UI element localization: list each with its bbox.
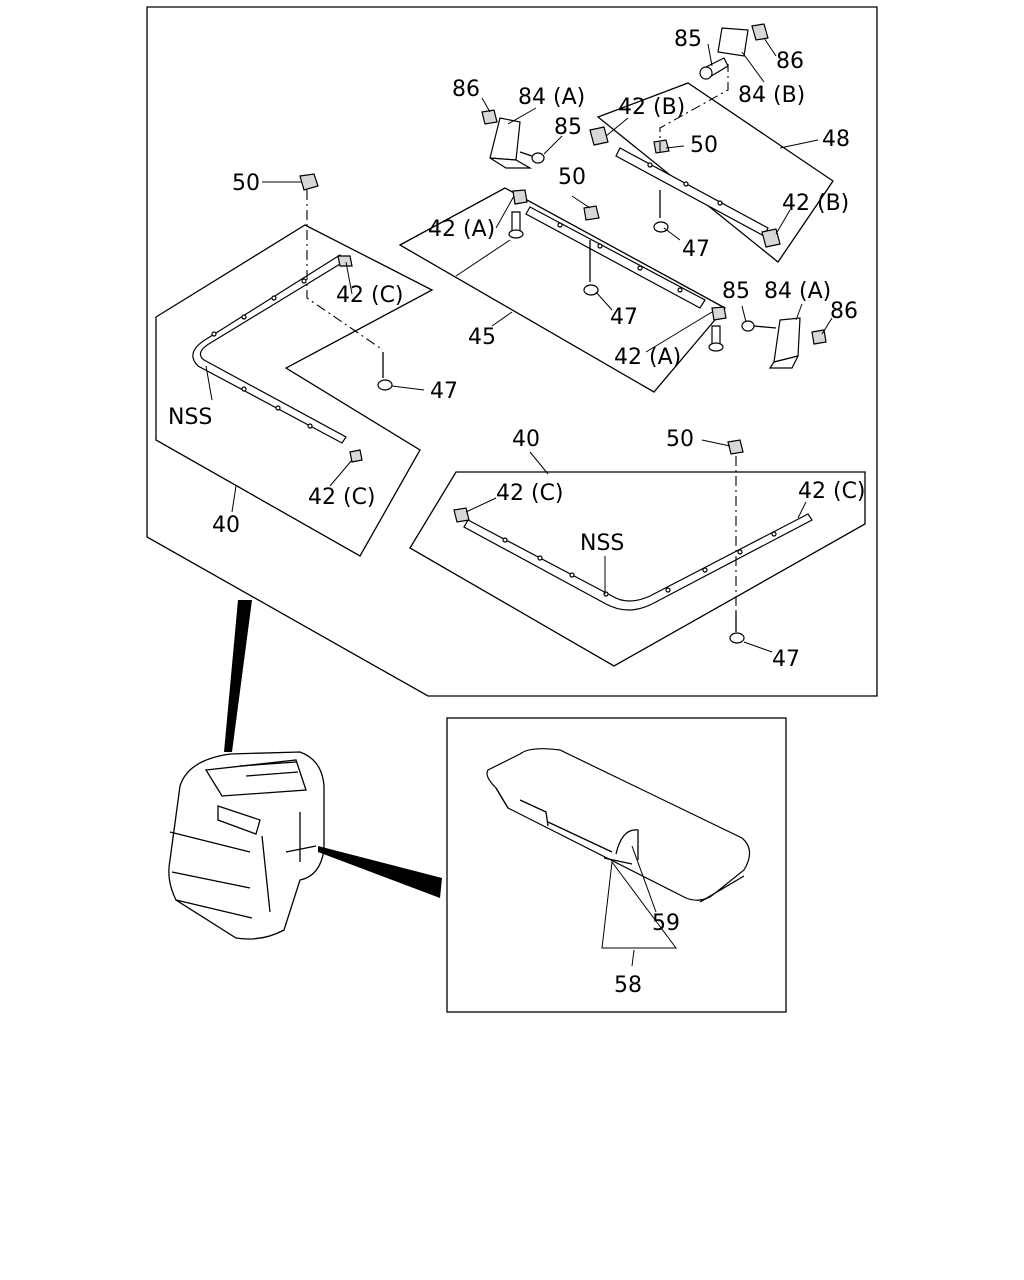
clip-86-left: [481, 109, 498, 125]
callout-leaders: [205, 37, 833, 653]
vehicle-body-view: [168, 751, 325, 940]
label-85-top: 85: [674, 27, 702, 52]
clip-42b-right: [761, 228, 781, 248]
label-42a-right: 42 (A): [614, 345, 681, 370]
bracket-84a-left: [489, 117, 533, 169]
label-nss-right: NSS: [580, 531, 624, 556]
clip-42a-center-top: [512, 189, 528, 205]
label-42c-lower-left: 42 (C): [496, 481, 564, 506]
label-86-top: 86: [776, 49, 804, 74]
label-84a-right: 84 (A): [764, 279, 831, 304]
label-85-left: 85: [554, 115, 582, 140]
label-40-left: 40: [212, 513, 240, 538]
screw-47-left: [377, 352, 393, 391]
label-50-left: 50: [232, 171, 260, 196]
clip-50-bottom: [727, 439, 744, 455]
label-86-right: 86: [830, 299, 858, 324]
bracket-84b-top: [717, 27, 749, 57]
group-box-lower-rail: [409, 471, 866, 667]
label-59: 59: [652, 911, 680, 936]
lower-roof-rail: [463, 513, 813, 611]
label-45: 45: [468, 325, 496, 350]
label-58: 58: [614, 973, 642, 998]
label-42b-right: 42 (B): [782, 191, 849, 216]
clip-50-right: [653, 139, 670, 154]
screw-47-center: [583, 240, 599, 296]
clip-42c-left-top: [337, 255, 353, 267]
label-42c-left-bottom: 42 (C): [308, 485, 376, 510]
screw-85-right: [741, 320, 777, 332]
label-nss-left: NSS: [168, 405, 212, 430]
label-84a-left: 84 (A): [518, 85, 585, 110]
label-85-right: 85: [722, 279, 750, 304]
label-47-bottom: 47: [772, 647, 800, 672]
clip-50-left: [299, 173, 319, 191]
right-roof-rail: [615, 147, 769, 237]
label-47-top: 47: [682, 237, 710, 262]
label-42b-top: 42 (B): [618, 95, 685, 120]
clip-42c-left-bottom: [349, 449, 363, 463]
clip-86-top: [751, 23, 769, 41]
leader-wedge-bottom: [318, 846, 442, 898]
leader-dash-left: [306, 190, 384, 351]
main-frame: [146, 6, 878, 697]
bracket-84a-right: [768, 317, 801, 369]
sunvisor-leaders: [601, 845, 677, 967]
label-84b: 84 (B): [738, 83, 805, 108]
bolt-42a-center: [508, 211, 524, 239]
clip-86-right: [811, 329, 827, 345]
label-50-bottom: 50: [666, 427, 694, 452]
center-roof-rail: [525, 206, 706, 309]
clip-42b-top: [589, 126, 609, 146]
bolt-42a-center-bottom: [708, 325, 724, 352]
clip-50-center: [583, 205, 600, 221]
clip-42a-center-bottom: [711, 306, 727, 321]
label-42c-left-top: 42 (C): [336, 283, 404, 308]
label-48: 48: [822, 127, 850, 152]
callout-labels: 85 86 84 (B) 86 84 (A) 85 42 (B) 50 48 5…: [168, 27, 866, 998]
label-47-left: 47: [430, 379, 458, 404]
clip-42c-lower-left: [453, 507, 470, 523]
screw-47-bottom: [729, 612, 745, 644]
group-box-center-rail: [398, 187, 727, 393]
label-86-left: 86: [452, 77, 480, 102]
label-42a-left: 42 (A): [428, 217, 495, 242]
leader-dash-right-top: [659, 64, 729, 152]
screw-47-right: [653, 190, 669, 233]
label-42c-lower-right: 42 (C): [798, 479, 866, 504]
label-47-center: 47: [610, 305, 638, 330]
sun-visor: [486, 748, 751, 903]
left-roof-rail: [192, 254, 347, 444]
label-50-center: 50: [558, 165, 586, 190]
label-50-right: 50: [690, 133, 718, 158]
screw-85-left: [519, 151, 545, 164]
group-box-left-rail: [155, 224, 434, 557]
leader-wedge-top: [224, 600, 252, 752]
label-40-right: 40: [512, 427, 540, 452]
screw-85-top: [699, 57, 729, 80]
detail-box-sunvisor: [446, 717, 787, 1013]
group-box-right-rail: [596, 82, 834, 263]
